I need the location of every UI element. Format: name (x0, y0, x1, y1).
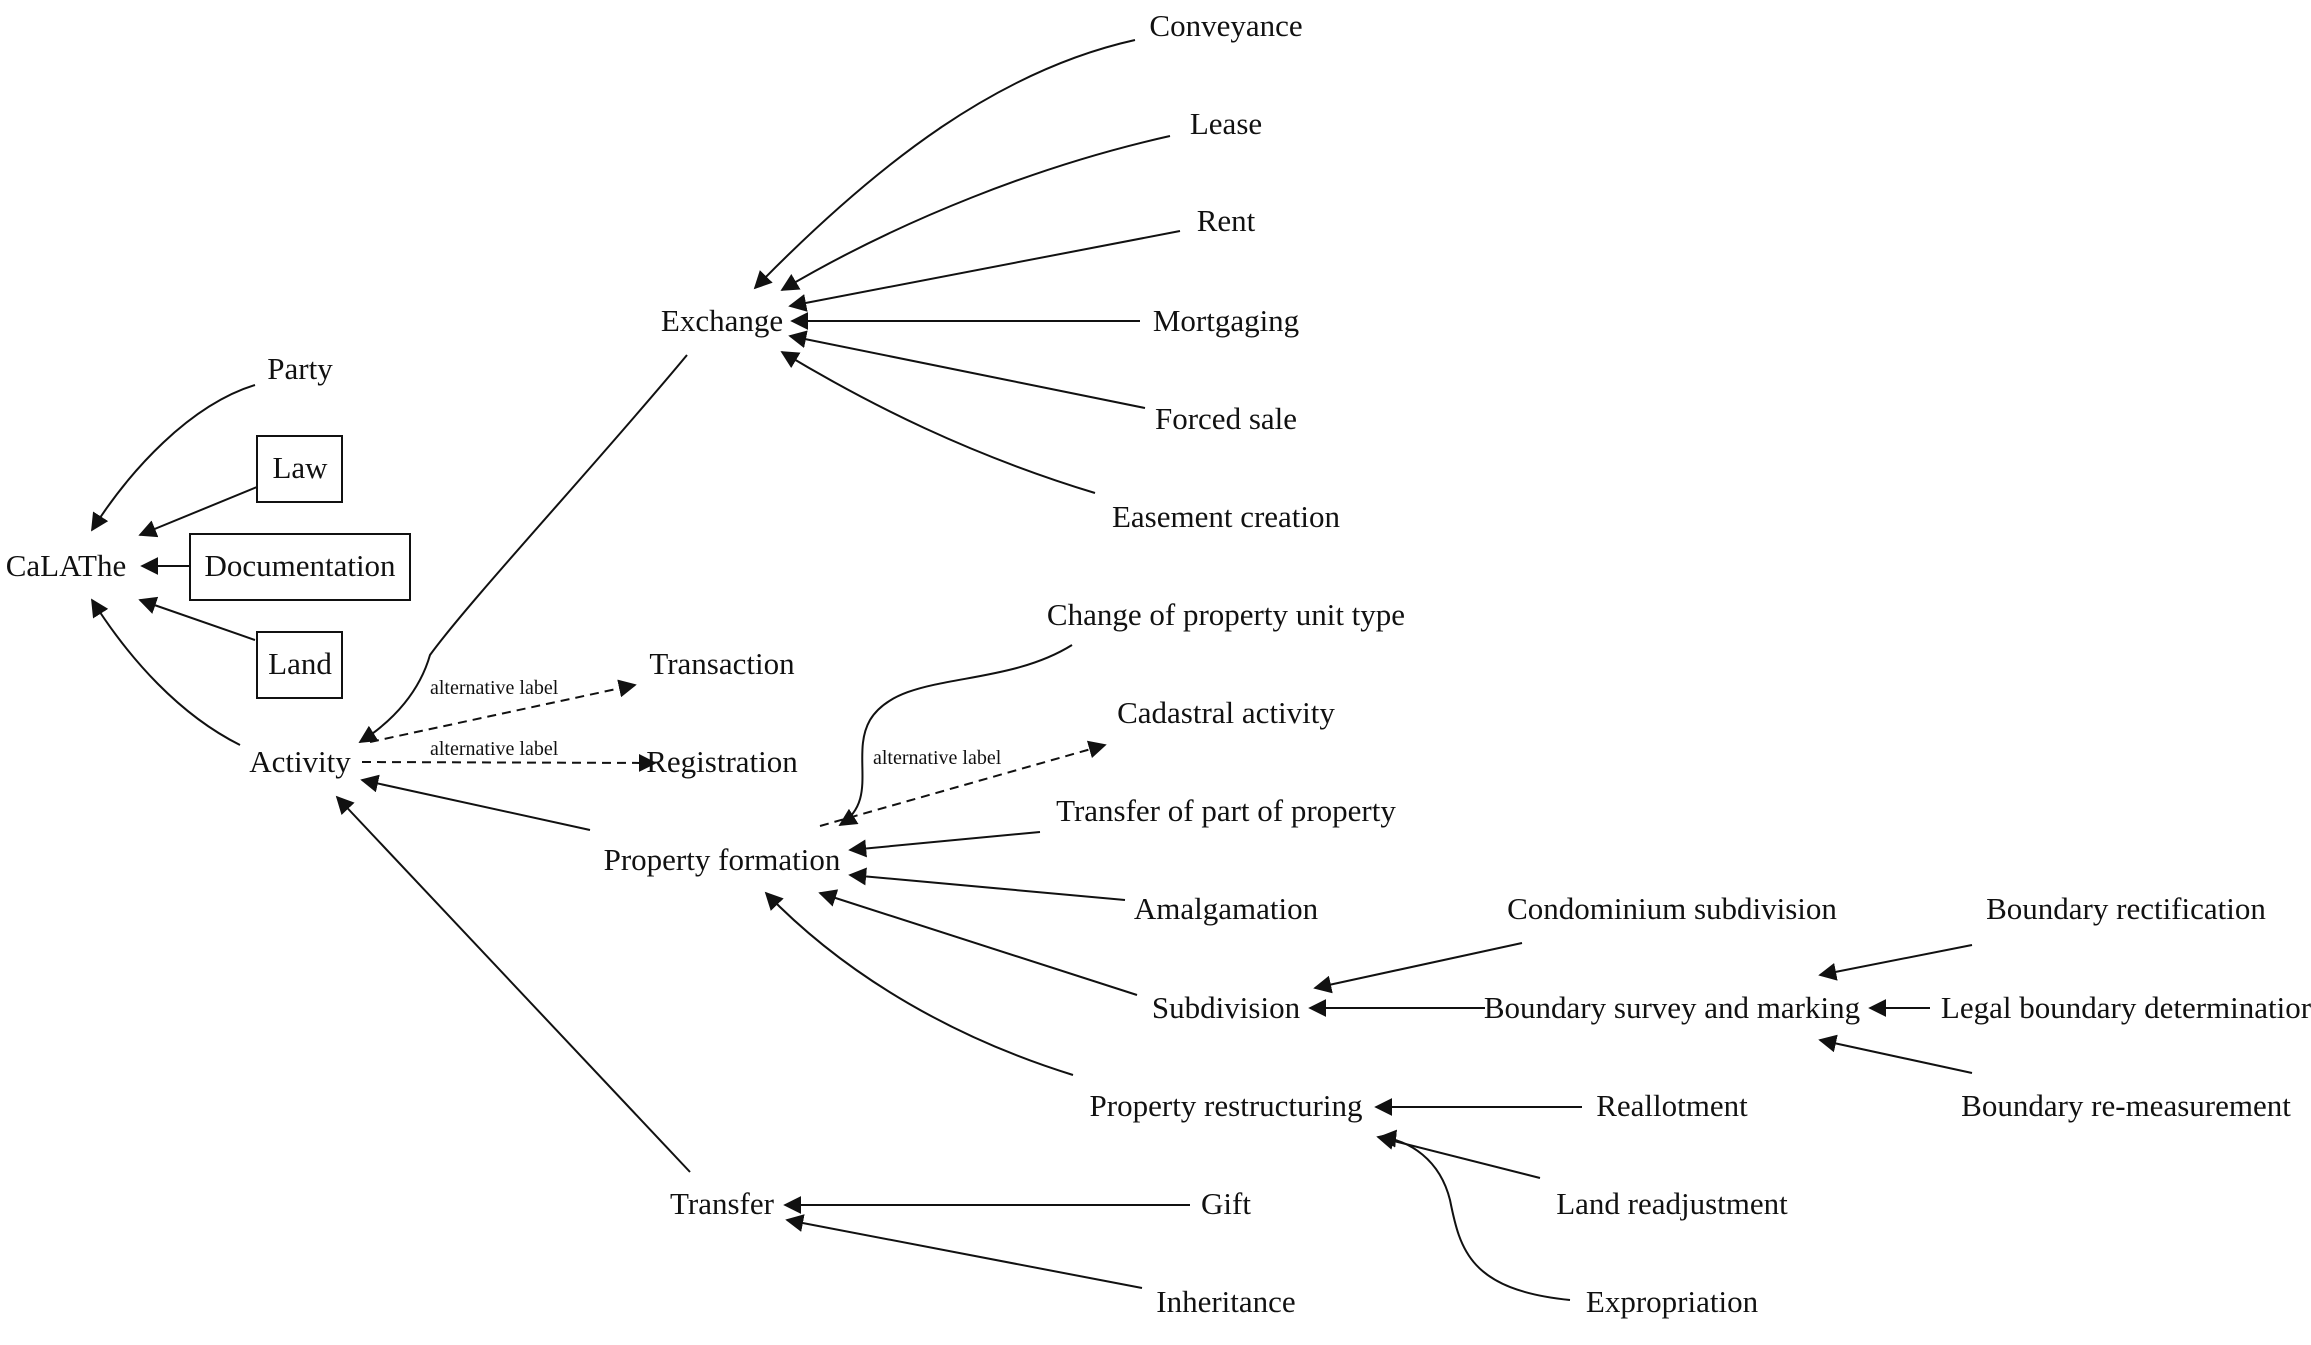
node-boundary-survey-and-marking: Boundary survey and marking (1484, 990, 1860, 1025)
edge-rent-exchange (788, 230, 1181, 312)
edge-easement-creation-exchange (780, 351, 1096, 494)
node-property-restructuring: Property restructuring (1090, 1088, 1363, 1123)
law-box (256, 435, 343, 503)
node-reallotment: Reallotment (1596, 1088, 1748, 1123)
node-gift: Gift (1201, 1186, 1251, 1221)
node-calathe: CaLAThe (6, 548, 127, 583)
edge-party-calathe (91, 384, 256, 532)
node-party: Party (267, 351, 333, 386)
edge-label-activity-transaction: alternative label (430, 677, 559, 699)
edge-subdivision-property-formation (818, 889, 1138, 996)
edge-amalgamation-property-formation (848, 867, 1126, 901)
node-subdivision: Subdivision (1152, 990, 1301, 1025)
node-transfer-of-part-of-property: Transfer of part of property (1056, 793, 1396, 828)
land-box (256, 631, 343, 699)
node-mortgaging: Mortgaging (1153, 303, 1299, 338)
edge-boundary-rectification-boundary-survey (1818, 944, 1973, 981)
edge-property-formation-cadastral-activity (819, 740, 1107, 827)
documentation-box (189, 533, 411, 601)
edge-activity-transaction (369, 679, 637, 743)
node-inheritance: Inheritance (1156, 1284, 1295, 1319)
node-law: Law (272, 450, 328, 485)
edges-alternative-label (361, 679, 1107, 827)
node-boundary-rectification: Boundary rectification (1986, 891, 2266, 926)
edges-transfer (783, 1196, 1190, 1289)
edge-condominium-subdivision-subdivision (1313, 942, 1523, 994)
edge-transfer-activity (335, 795, 691, 1173)
edge-property-restructuring-property-formation (764, 891, 1074, 1076)
edge-property-formation-activity (360, 774, 591, 831)
node-expropriation: Expropriation (1586, 1284, 1759, 1319)
node-activity: Activity (249, 744, 351, 779)
edge-forced-sale-exchange (788, 330, 1146, 409)
node-forced-sale: Forced sale (1155, 401, 1297, 436)
edge-expropriation-property-restructuring (1378, 1129, 1571, 1301)
node-easement-creation: Easement creation (1112, 499, 1341, 534)
edge-labels: alternative label alternative label alte… (430, 677, 1002, 769)
node-condominium-subdivision: Condominium subdivision (1507, 891, 1837, 926)
node-amalgamation: Amalgamation (1134, 891, 1319, 926)
node-transfer: Transfer (670, 1186, 775, 1221)
edges-property-restructuring (1374, 1098, 1582, 1301)
edge-inheritance-transfer (785, 1214, 1143, 1289)
node-registration: Registration (646, 744, 798, 779)
edge-label-activity-registration: alternative label (430, 738, 559, 760)
edge-boundary-re-measurement-boundary-survey (1818, 1034, 1973, 1074)
node-transaction: Transaction (649, 646, 795, 681)
edge-activity-registration (361, 753, 657, 772)
node-land-readjustment: Land readjustment (1556, 1186, 1788, 1221)
node-labels: Conveyance Lease Rent Mortgaging Forced … (6, 8, 2311, 1319)
edge-label-property-formation-cadastral-activity: alternative label (873, 747, 1002, 769)
node-boxes (189, 435, 411, 699)
node-cadastral-activity: Cadastral activity (1117, 695, 1335, 730)
node-conveyance: Conveyance (1149, 8, 1302, 43)
edge-land-calathe (138, 596, 256, 641)
node-lease: Lease (1190, 106, 1262, 141)
edge-activity-calathe (91, 598, 241, 746)
edges-activity (335, 354, 691, 1173)
node-property-formation: Property formation (604, 842, 841, 877)
node-change-of-property-unit-type: Change of property unit type (1047, 597, 1405, 632)
edge-law-calathe (138, 486, 258, 538)
node-exchange: Exchange (661, 303, 783, 338)
edge-conveyance-exchange (753, 39, 1136, 290)
node-land: Land (268, 646, 332, 681)
edge-exchange-activity (358, 354, 688, 743)
node-boundary-re-measurement: Boundary re-measurement (1961, 1088, 2291, 1123)
edges-subdivision (1308, 942, 1973, 1074)
node-documentation: Documentation (204, 548, 396, 583)
edges-property-formation (764, 644, 1138, 1076)
edge-transfer-of-part-of-property-property-formation (848, 831, 1041, 858)
edge-change-of-property-unit-type-property-formation (838, 644, 1073, 826)
node-rent: Rent (1197, 203, 1256, 238)
edge-lease-exchange (780, 135, 1171, 291)
node-legal-boundary-determination: Legal boundary determinatior (1941, 990, 2311, 1025)
edges-calathe (91, 384, 258, 746)
edges-exchange (753, 39, 1181, 494)
